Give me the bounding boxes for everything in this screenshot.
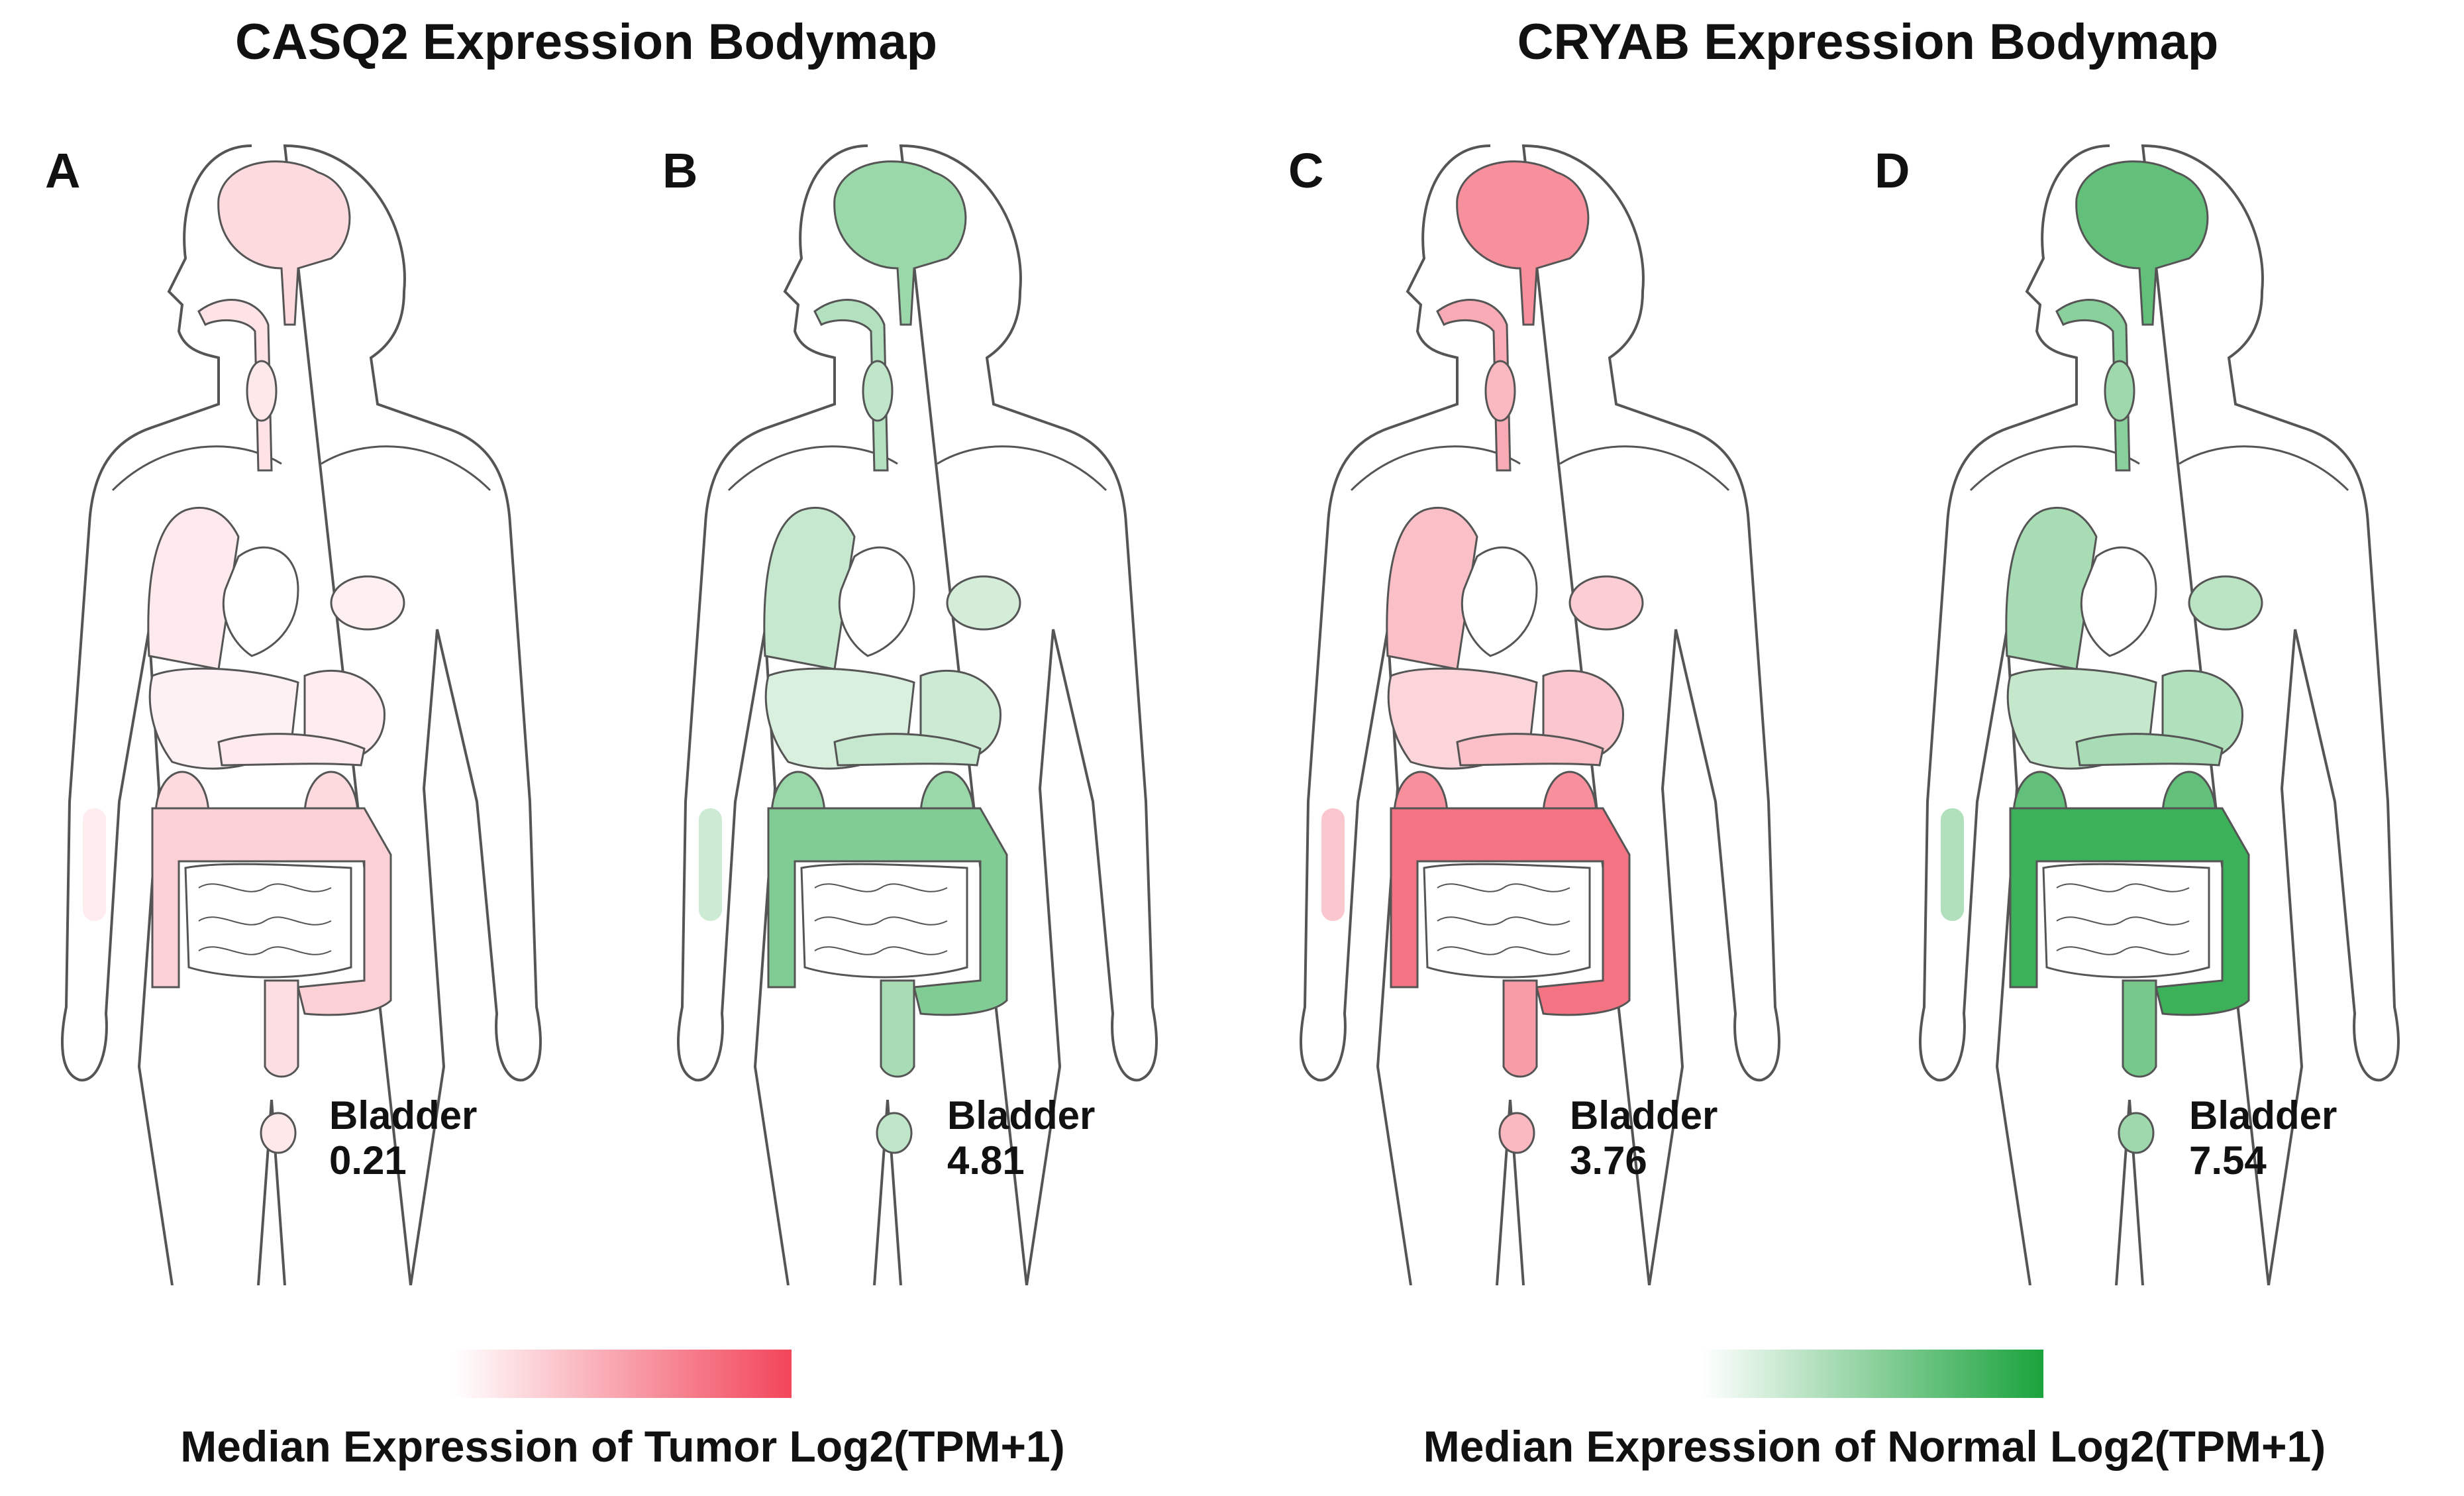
brain-organ [833,160,967,326]
organ-name: Bladder [2189,1093,2337,1138]
small-intestine-organ [184,863,352,979]
title-cryab: CRYAB Expression Bodymap [1517,14,2219,70]
lung-organ [763,506,856,670]
intestine-coils [814,883,948,955]
bodymap-b [677,144,1158,1285]
panel-label-b: B [662,143,698,198]
intestine-coils [1437,883,1570,955]
tumor-gradient-bar [454,1350,792,1398]
thyroid-organ [862,360,894,422]
bladder-organ [260,1112,297,1154]
bladder-label-d: Bladder 7.54 [2189,1093,2337,1183]
arm-muscle-organ [1321,808,1345,921]
intestine-coils [2056,883,2190,955]
thyroid-organ [1484,360,1516,422]
organ-name: Bladder [947,1093,1096,1138]
organ-value: 4.81 [947,1138,1025,1183]
intestine-coils [198,883,332,955]
bladder-organ [876,1112,913,1154]
heart-organ [838,546,915,657]
heart-organ [2080,546,2157,657]
bladder-label-a: Bladder 0.21 [329,1093,477,1183]
small-intestine-organ [1423,863,1591,979]
normal-legend-label: Median Expression of Normal Log2(TPM+1) [1423,1422,2326,1471]
arm-muscle-organ [699,808,722,921]
colon-organ [2009,807,2250,1016]
breast-organ [330,575,405,631]
normal-gradient-bar [1702,1350,2043,1398]
heart-organ [222,546,299,657]
body-outline [1919,144,2400,1285]
panel-label-a: A [45,143,81,198]
title-casq2: CASQ2 Expression Bodymap [234,14,938,70]
organ-value: 0.21 [329,1138,407,1183]
brain-organ [2075,160,2209,326]
bodymap-d [1919,144,2400,1285]
body-outline [61,144,542,1285]
rectum-organ [2122,979,2157,1078]
rectum-organ [880,979,915,1078]
arm-muscle-organ [1941,808,1964,921]
lung-organ [147,506,240,670]
bladder-organ [1498,1112,1535,1154]
rectum-organ [264,979,299,1078]
lung-organ [2005,506,2098,670]
organ-name: Bladder [329,1093,478,1138]
breast-organ [946,575,1021,631]
bodymap-c [1300,144,1780,1285]
rectum-organ [1502,979,1538,1078]
tumor-legend-label: Median Expression of Tumor Log2(TPM+1) [180,1422,1065,1471]
colon-organ [151,807,392,1016]
small-intestine-organ [2042,863,2210,979]
organ-value: 7.54 [2189,1138,2267,1183]
bodymap-a [61,144,542,1285]
thyroid-organ [246,360,278,422]
organ-name: Bladder [1570,1093,1718,1138]
brain-organ [1456,160,1590,326]
breast-organ [1568,575,1644,631]
panel-label-d: D [1874,143,1910,198]
colon-organ [1390,807,1631,1016]
pancreas-organ [833,733,982,767]
lung-organ [1386,506,1478,670]
bladder-label-b: Bladder 4.81 [947,1093,1095,1183]
bladder-organ [2118,1112,2155,1154]
bladder-label-c: Bladder 3.76 [1570,1093,1718,1183]
brain-organ [217,160,351,326]
colon-organ [767,807,1008,1016]
thyroid-organ [2104,360,2135,422]
pancreas-organ [2075,733,2224,767]
pancreas-organ [217,733,366,767]
body-outline [1300,144,1780,1285]
arm-muscle-organ [83,808,106,921]
breast-organ [2188,575,2263,631]
pancreas-organ [1456,733,1604,767]
heart-organ [1461,546,1538,657]
small-intestine-organ [800,863,968,979]
panel-label-c: C [1288,143,1324,198]
body-outline [677,144,1158,1285]
organ-value: 3.76 [1570,1138,1647,1183]
